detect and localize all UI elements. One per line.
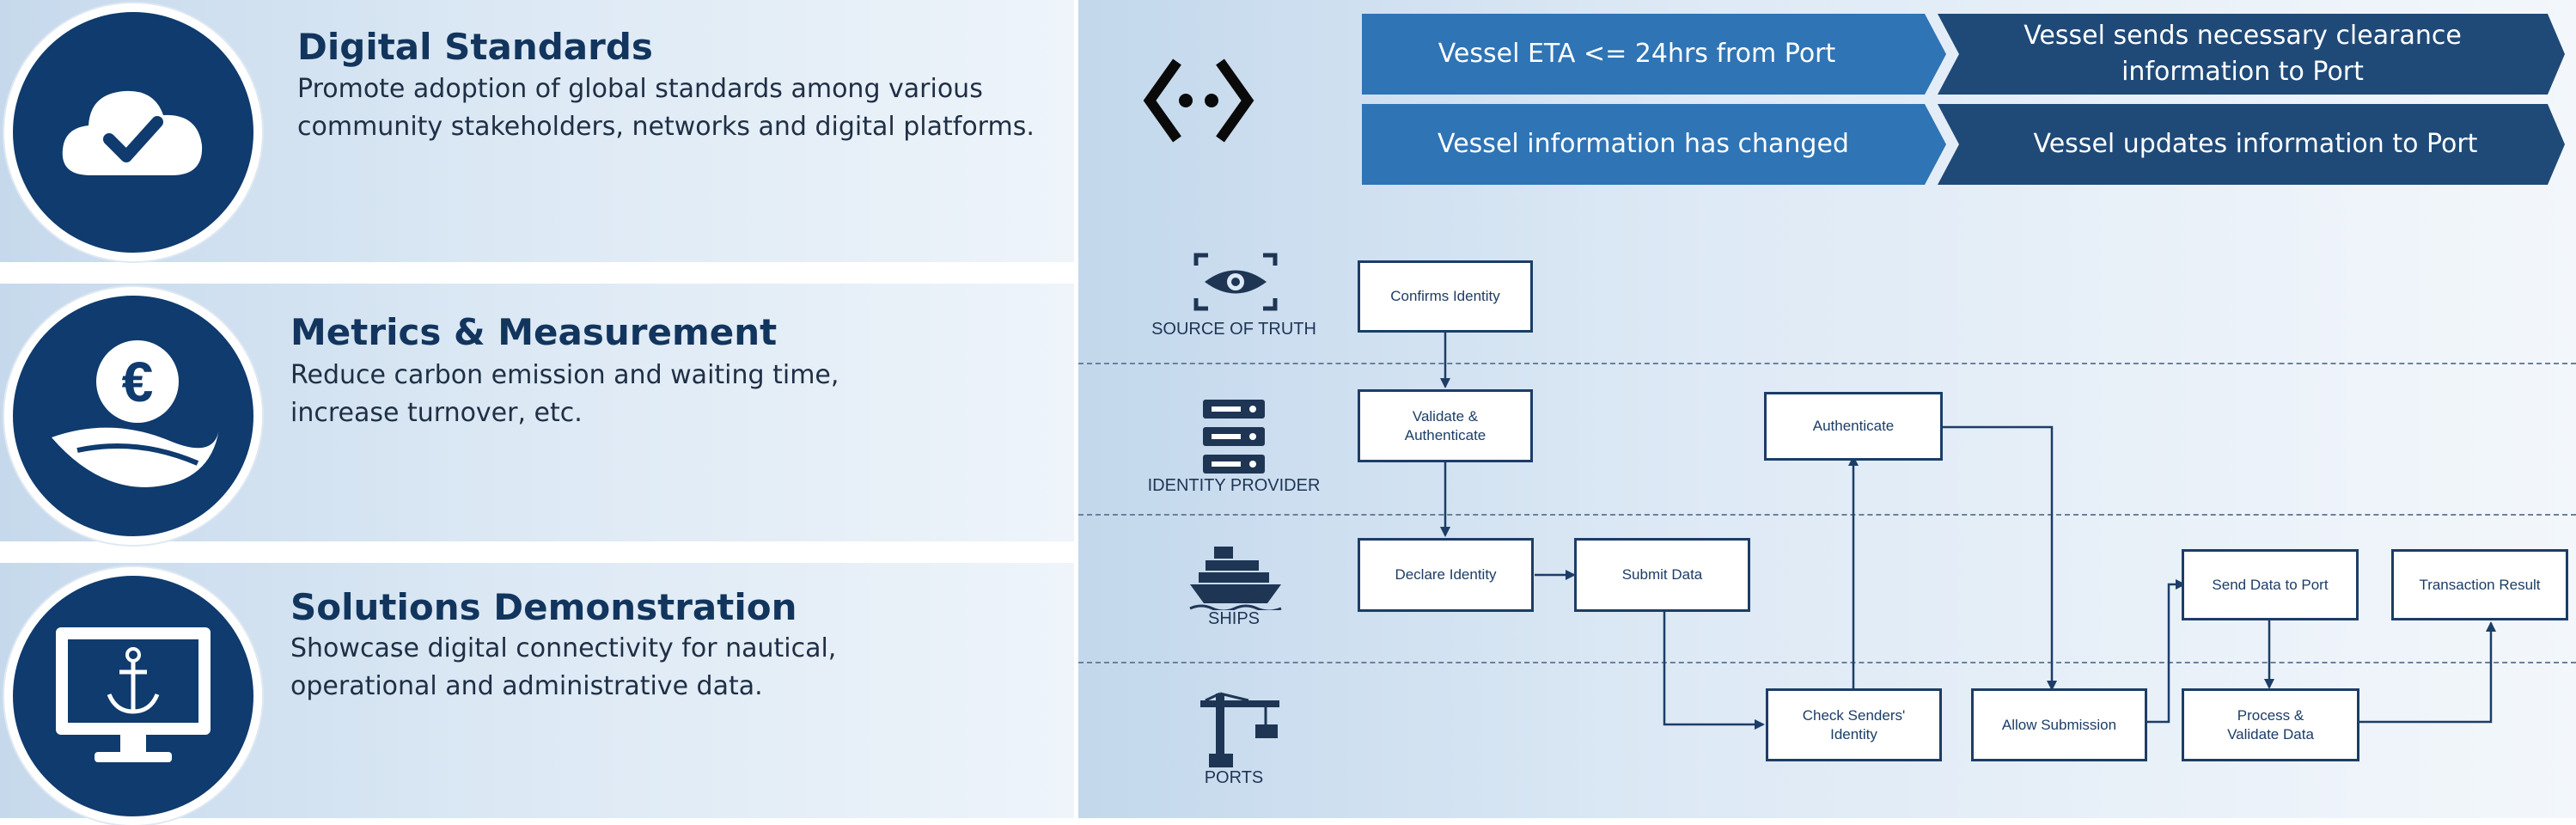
box-check-senders-identity: Check Senders' Identity: [1766, 688, 1942, 761]
box-declare-identity: Declare Identity: [1358, 538, 1534, 612]
solutions-badge: [4, 567, 262, 825]
trigger-eta-banner: Vessel ETA <= 24hrs from Port: [1438, 39, 1836, 69]
box-validate-authenticate: Validate & Authenticate: [1358, 389, 1533, 462]
lane-label-source-of-truth: SOURCE OF TRUTH: [1151, 320, 1316, 339]
box-process-validate-data: Process & Validate Data: [2182, 688, 2359, 761]
feature-title-digital-standards: Digital Standards: [297, 26, 653, 68]
server-icon: [1203, 400, 1265, 474]
feature-desc-line: Reduce carbon emission and waiting time,: [290, 360, 839, 390]
feature-desc-line: operational and administrative data.: [290, 671, 763, 701]
lane-divider: [1078, 514, 2576, 516]
ship-icon: [1189, 547, 1282, 610]
action-update-banner: Vessel updates information to Port: [2033, 129, 2478, 159]
box-allow-submission: Allow Submission: [1971, 688, 2147, 761]
flow-connectors: [1440, 332, 2496, 730]
banner-shapes: [1362, 14, 2565, 185]
eye-scan-icon: [1193, 253, 1278, 311]
feature-desc-digital-standards: Promote adoption of global standards amo…: [297, 70, 1035, 146]
feature-title-metrics: Metrics & Measurement: [290, 311, 778, 353]
feature-desc-solutions: Showcase digital connectivity for nautic…: [290, 630, 836, 706]
euro-leaf-icon: €: [52, 340, 219, 487]
svg-text:€: €: [122, 350, 154, 413]
box-submit-data: Submit Data: [1574, 538, 1750, 612]
metrics-badge: €: [4, 287, 262, 545]
lane-label-ships: SHIPS: [1207, 609, 1261, 628]
feature-desc-metrics: Reduce carbon emission and waiting time,…: [290, 357, 839, 432]
digital-standards-badge: [4, 3, 262, 261]
trigger-changed-banner: Vessel information has changed: [1438, 129, 1849, 159]
port-crane-icon: [1200, 692, 1279, 767]
lane-label-ports: PORTS: [1204, 768, 1264, 787]
feature-desc-line: Showcase digital connectivity for nautic…: [290, 633, 837, 663]
box-transaction-result: Transaction Result: [2391, 549, 2568, 620]
feature-title-solutions: Solutions Demonstration: [290, 586, 797, 628]
lane-divider: [1078, 363, 2576, 364]
box-send-data-to-port: Send Data to Port: [2182, 549, 2359, 620]
box-confirms-identity: Confirms Identity: [1358, 260, 1533, 333]
code-connector-icon: [1143, 58, 1254, 143]
feature-desc-line: Promote adoption of global standards amo…: [297, 74, 983, 104]
cloud-check-icon: [62, 90, 203, 175]
monitor-anchor-icon: [56, 627, 211, 762]
lane-label-identity-provider: IDENTITY PROVIDER: [1147, 476, 1321, 495]
lane-divider: [1078, 662, 2576, 663]
feature-desc-line: community stakeholders, networks and dig…: [297, 112, 1035, 142]
action-clearance-banner: Vessel sends necessary clearance informa…: [2024, 21, 2462, 87]
feature-desc-line: increase turnover, etc.: [290, 398, 583, 428]
box-authenticate: Authenticate: [1764, 392, 1943, 461]
